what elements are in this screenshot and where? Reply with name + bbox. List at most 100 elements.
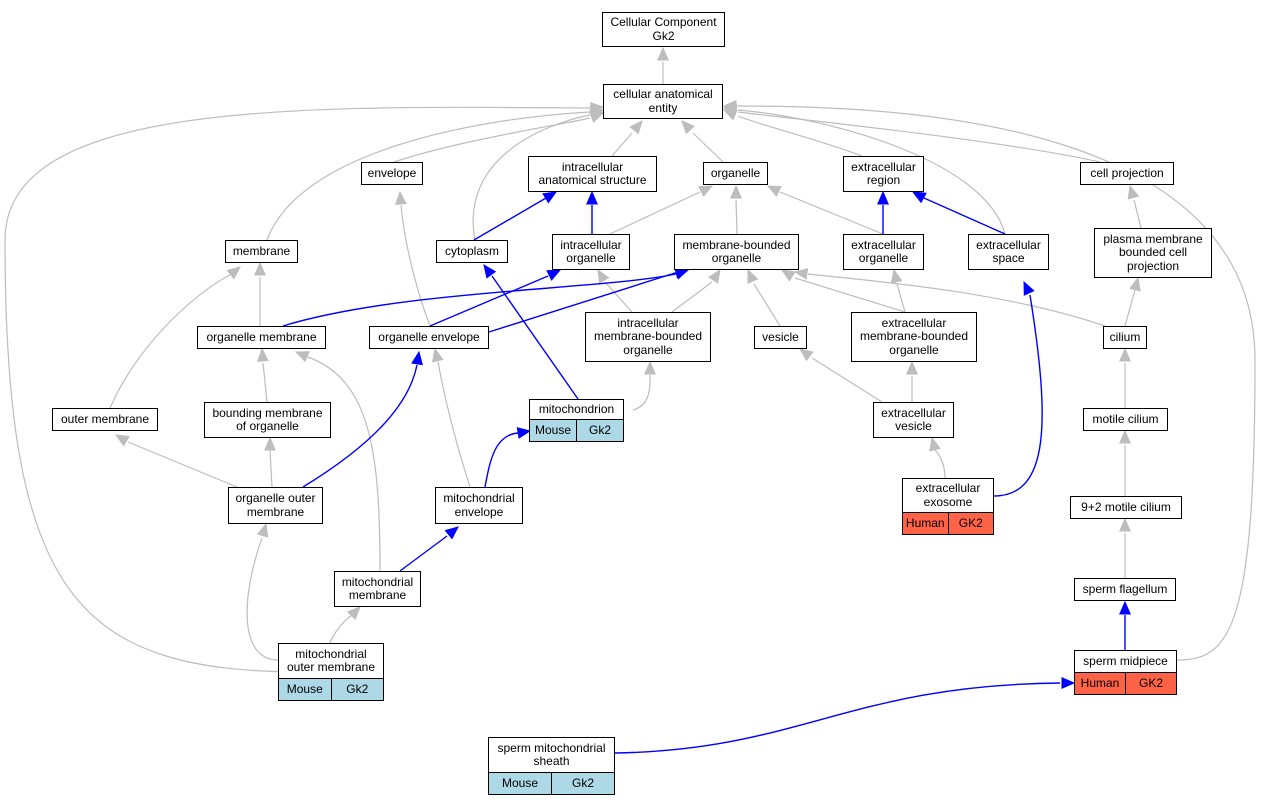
edge-line [614,682,1061,754]
edge-arrowhead [546,269,562,281]
node-9-2-motile-cilium[interactable]: 9+2 motile cilium [1070,496,1182,519]
node-title: mitochondrion [538,401,615,416]
node-organelle-envelope[interactable]: organelle envelope [369,326,489,349]
edge-arrowhead [256,347,269,362]
edge-arrowhead [395,190,407,205]
edge-arrowhead [264,436,276,451]
edge-line [807,273,1106,327]
node-organelle-outer-membrane[interactable]: organelle outer membrane [228,487,323,524]
species-cell: Human [1075,673,1125,694]
node-cell-projection[interactable]: cell projection [1080,162,1174,185]
node-extracellular-space[interactable]: extracellular space [968,234,1049,270]
edge-arrowhead [644,360,656,375]
edge-arrowhead [294,351,310,363]
species-cell: Mouse [279,679,331,700]
node-intracellular-organelle[interactable]: intracellular organelle [552,234,630,270]
edge-arrowhead [516,427,532,439]
node-cellular-anatomical-entity[interactable]: cellular anatomical entity [603,84,723,119]
edge-arrowhead [542,191,558,204]
edge-line [1124,289,1136,327]
node-mitochondrial-envelope[interactable]: mitochondrial envelope [435,487,523,524]
node-cilium[interactable]: cilium [1103,326,1147,349]
node-intracellular-anatomical-structure[interactable]: intracellular anatomical structure [528,156,657,192]
edge-line [488,271,679,333]
edge-arrowhead [444,526,459,540]
edge-line [993,294,1043,497]
edge-arrowhead [793,268,809,280]
edge-arrowhead [929,436,941,452]
edge-line [737,109,1006,235]
edge-line [692,132,724,163]
edge-line [437,361,471,488]
node-membrane[interactable]: membrane [225,240,298,263]
edge-line [393,117,591,163]
edge-arrowhead [256,522,269,538]
node-bounding-membrane-of-organelle[interactable]: bounding membrane of organelle [204,402,331,438]
gene-cell: Gk2 [551,773,614,794]
edge-line [246,537,279,661]
edge-line [923,197,1006,235]
species-cell: Human [903,513,948,534]
species-cell: Mouse [530,420,576,441]
gene-cell: GK2 [947,513,993,534]
node-vesicle[interactable]: vesicle [754,326,807,349]
node-mitochondrial-membrane[interactable]: mitochondrial membrane [334,571,421,607]
node-organelle[interactable]: organelle [703,162,768,185]
edge-arrowhead [698,185,714,197]
edge-line [329,614,353,644]
edge-arrowhead [780,269,796,282]
node-extracellular-organelle[interactable]: extracellular organelle [843,234,924,270]
edge-arrowhead [1119,429,1131,444]
node-extracellular-membrane-bounded-organelle[interactable]: extracellular membrane-bounded organelle [851,312,977,362]
edge-line [262,362,268,403]
gene-cell: GK2 [1125,673,1176,694]
edge-arrowhead [586,190,598,205]
edge-line [269,449,273,488]
node-organelle-membrane[interactable]: organelle membrane [197,326,326,349]
edge-arrowhead [483,263,497,279]
node-cellular-component[interactable]: Cellular Component Gk2 [602,12,725,47]
edge-arrowhead [590,102,605,114]
node-motile-cilium[interactable]: motile cilium [1083,408,1168,431]
edge-line [737,111,1101,163]
gene-cell: Gk2 [330,679,383,700]
edge-arrowhead [1119,517,1131,532]
edge-line [429,275,549,327]
edge-line [604,281,633,313]
node-title: sperm mitochondrial sheath [497,740,606,768]
node-membrane-bounded-organelle[interactable]: membrane-bounded organelle [674,234,799,270]
edge-line [472,114,591,241]
edge-line [484,432,519,488]
node-outer-membrane[interactable]: outer membrane [52,408,158,431]
edge-arrowhead [1119,347,1131,362]
edge-line [794,277,906,313]
edge-arrowhead [722,100,737,112]
edge-arrowhead [747,268,759,284]
edge-line [671,281,713,313]
node-sperm-flagellum[interactable]: sperm flagellum [1074,578,1176,601]
edge-arrowhead [1127,184,1140,200]
edge-arrowhead [906,360,918,375]
edge-arrowhead [597,268,610,284]
edge-line [735,199,738,235]
node-intracellular-membrane-bounded-organelle[interactable]: intracellular membrane-bounded organelle [585,312,711,362]
gene-cell: Gk2 [576,420,623,441]
edge-line [811,357,883,403]
edge-line [737,115,863,157]
edge-arrowhead [877,190,889,205]
node-plasma-membrane-bounded-cell-projection[interactable]: plasma membrane bounded cell projection [1094,228,1212,278]
edge-line [896,283,906,313]
node-cytoplasm[interactable]: cytoplasm [436,240,508,263]
node-envelope[interactable]: envelope [361,162,423,185]
edge-arrowhead [346,606,361,621]
edge-arrowhead [432,347,444,363]
node-extracellular-region[interactable]: extracellular region [843,156,924,192]
node-extracellular-vesicle[interactable]: extracellular vesicle [873,402,954,438]
edge-arrowhead [1129,276,1141,292]
